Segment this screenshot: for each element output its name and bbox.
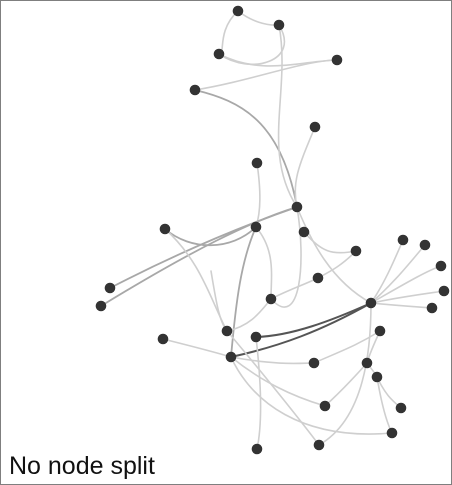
graph-node	[225, 351, 237, 363]
graph-edge	[162, 338, 232, 358]
graph-edge	[164, 228, 228, 332]
graph-edge	[370, 302, 433, 309]
graph-edge	[230, 226, 257, 358]
graph-edge	[255, 336, 262, 450]
graph-node	[104, 282, 116, 294]
graph-node	[350, 245, 362, 257]
graph-node	[309, 121, 321, 133]
graph-node	[273, 19, 285, 31]
graph-node	[371, 371, 383, 383]
graph-node	[365, 297, 377, 309]
graph-node	[312, 272, 324, 284]
graph-edge	[194, 59, 338, 91]
graph-node	[361, 357, 373, 369]
graph-node	[426, 302, 438, 314]
graph-node	[291, 201, 303, 213]
graph-node	[438, 285, 450, 297]
graph-edge	[230, 356, 326, 407]
graph-edge	[277, 24, 298, 208]
graph-node	[331, 54, 343, 66]
graph-edge	[194, 89, 298, 208]
graph-edge	[226, 330, 320, 446]
graph-edge	[370, 244, 426, 304]
graph-edge	[255, 302, 372, 338]
graph-node	[395, 402, 407, 414]
graph-node	[397, 234, 409, 246]
graph-node	[157, 333, 169, 345]
graph-edge	[218, 10, 239, 55]
graph-edge	[230, 302, 372, 358]
graph-edge	[303, 231, 357, 254]
graph-node	[251, 443, 263, 455]
graph-node	[265, 293, 277, 305]
graph-node	[232, 5, 244, 17]
figure-caption: No node split	[9, 452, 155, 480]
graph-node	[159, 223, 171, 235]
graph-node	[95, 300, 107, 312]
graph-edge	[318, 302, 372, 446]
graph-node	[213, 48, 225, 60]
graph-edge	[296, 206, 372, 304]
graph-edge	[317, 250, 357, 279]
graph-node	[319, 400, 331, 412]
graph-edge	[255, 226, 273, 300]
graph-node	[374, 325, 386, 337]
edge-layer	[100, 10, 445, 450]
graph-node	[308, 357, 320, 369]
graph-node	[419, 239, 431, 251]
graph-edge	[294, 126, 316, 208]
graph-edge	[376, 376, 393, 434]
graph-edge	[164, 226, 257, 247]
graph-edge	[270, 277, 319, 300]
graph-edge	[237, 10, 280, 26]
graph-edge	[255, 162, 261, 228]
graph-edge	[270, 206, 302, 308]
graph-node	[313, 439, 325, 451]
graph-edge	[313, 330, 381, 364]
graph-node	[221, 325, 233, 337]
graph-node	[435, 260, 447, 272]
graph-edge	[230, 356, 393, 435]
graph-edge	[100, 206, 298, 307]
graph-node	[386, 427, 398, 439]
graph-edge	[230, 356, 315, 365]
graph-node	[189, 84, 201, 96]
graph-node	[251, 157, 263, 169]
graph-node	[250, 331, 262, 343]
graph-node	[250, 221, 262, 233]
graph-node	[298, 226, 310, 238]
node-layer	[95, 5, 450, 455]
